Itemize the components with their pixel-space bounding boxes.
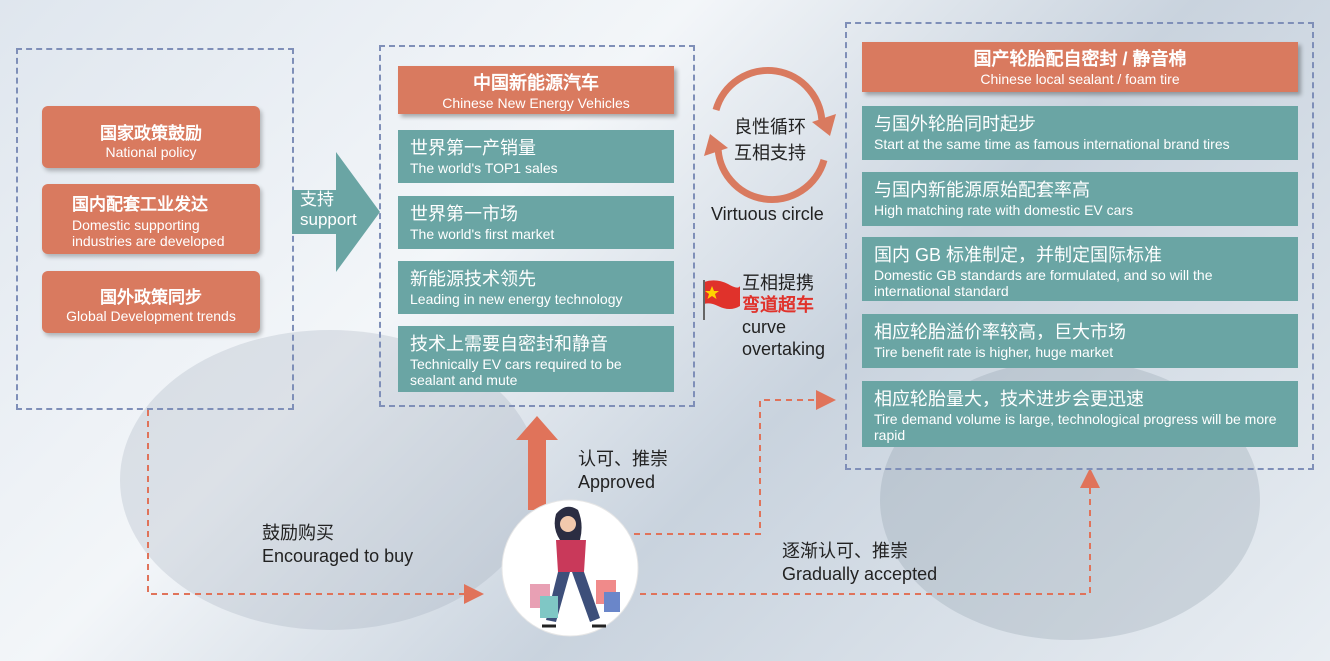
- gradual-label: 逐渐认可、推崇 Gradually accepted: [782, 540, 937, 586]
- box-title: 国外政策同步: [100, 288, 202, 307]
- box-title: 国家政策鼓励: [100, 124, 202, 143]
- cycle-label: 良性循环 互相支持: [730, 114, 810, 166]
- item-subtitle: Domestic GB standards are formulated, an…: [874, 267, 1213, 299]
- item-title: 相应轮胎溢价率较高，巨大市场: [874, 322, 1126, 342]
- item-subtitle: Tire benefit rate is higher, huge market: [874, 344, 1114, 360]
- approved-cn: 认可、推崇: [578, 449, 668, 469]
- item-subtitle: The world's first market: [410, 226, 555, 242]
- cycle-en-label: Virtuous circle: [711, 204, 824, 224]
- item-subtitle: High matching rate with domestic EV cars: [874, 202, 1134, 218]
- policy-box-national: 国家政策鼓励 National policy: [42, 106, 260, 168]
- item-subtitle: Start at the same time as famous interna…: [874, 136, 1230, 152]
- nev-item-technology: 新能源技术领先 Leading in new energy technology: [398, 261, 674, 314]
- tire-item-start: 与国外轮胎同时起步 Start at the same time as famo…: [862, 106, 1298, 160]
- item-subtitle: Technically EV cars required to be seala…: [410, 356, 622, 388]
- support-label: 支持 support: [300, 190, 357, 230]
- item-title: 世界第一市场: [410, 204, 518, 224]
- tire-item-standard: 国内 GB 标准制定，并制定国际标准 Domestic GB standards…: [862, 237, 1298, 301]
- tire-item-market: 相应轮胎溢价率较高，巨大市场 Tire benefit rate is high…: [862, 314, 1298, 368]
- item-title: 与国内新能源原始配套率高: [874, 180, 1090, 200]
- header-title: 中国新能源汽车: [473, 73, 599, 93]
- shopper-woman-icon: [501, 499, 639, 637]
- gradual-flow: [640, 468, 1100, 595]
- overtake-line2: 弯道超车: [742, 295, 814, 315]
- tire-header: 国产轮胎配自密封 / 静音棉 Chinese local sealant / f…: [862, 42, 1298, 92]
- item-title: 技术上需要自密封和静音: [410, 334, 608, 354]
- tire-item-volume: 相应轮胎量大，技术进步会更迅速 Tire demand volume is la…: [862, 381, 1298, 447]
- china-flag-icon: [703, 280, 740, 320]
- circular-arrows-icon: [704, 67, 836, 203]
- item-subtitle: Leading in new energy technology: [410, 291, 623, 307]
- item-title: 世界第一产销量: [410, 138, 536, 158]
- header-title: 国产轮胎配自密封 / 静音棉: [973, 49, 1187, 69]
- right-panel: [845, 22, 1314, 470]
- box-subtitle: National policy: [105, 144, 197, 160]
- item-title: 新能源技术领先: [410, 269, 536, 289]
- item-title: 与国外轮胎同时起步: [874, 114, 1036, 134]
- header-subtitle: Chinese local sealant / foam tire: [980, 71, 1180, 87]
- gradual-en: Gradually accepted: [782, 564, 938, 584]
- box-subtitle: Global Development trends: [66, 308, 236, 324]
- encouraged-cn: 鼓励购买: [262, 523, 334, 543]
- overtake-en2: overtaking: [742, 339, 826, 359]
- overtake-en1: curve: [742, 317, 787, 337]
- support-arrow: [292, 152, 380, 272]
- support-en: support: [300, 210, 357, 229]
- box-subtitle: Domestic supporting industries are devel…: [72, 217, 225, 249]
- cycle-line2: 互相支持: [734, 143, 806, 163]
- overtake-label: 互相提携 弯道超车 curve overtaking: [742, 272, 825, 360]
- approved-flow: [634, 390, 836, 535]
- item-subtitle: The world's TOP1 sales: [410, 160, 558, 176]
- policy-box-domestic: 国内配套工业发达 Domestic supporting industries …: [42, 184, 260, 254]
- tire-item-matching: 与国内新能源原始配套率高 High matching rate with dom…: [862, 172, 1298, 226]
- item-title: 相应轮胎量大，技术进步会更迅速: [874, 389, 1144, 409]
- cycle-line1: 良性循环: [734, 117, 806, 137]
- nev-header: 中国新能源汽车 Chinese New Energy Vehicles: [398, 66, 674, 114]
- overtake-line1: 互相提携: [742, 273, 814, 293]
- encouraged-en: Encouraged to buy: [262, 546, 414, 566]
- policy-box-global: 国外政策同步 Global Development trends: [42, 271, 260, 333]
- middle-panel: [379, 45, 695, 407]
- encouraged-label: 鼓励购买 Encouraged to buy: [262, 522, 413, 568]
- box-title: 国内配套工业发达: [72, 195, 208, 214]
- nev-item-market: 世界第一市场 The world's first market: [398, 196, 674, 249]
- approved-arrow: [516, 416, 558, 510]
- nev-item-sales: 世界第一产销量 The world's TOP1 sales: [398, 130, 674, 183]
- item-title: 国内 GB 标准制定，并制定国际标准: [874, 245, 1163, 265]
- support-cn: 支持: [300, 190, 334, 209]
- header-subtitle: Chinese New Energy Vehicles: [442, 95, 630, 111]
- approved-en: Approved: [578, 472, 656, 492]
- approved-label: 认可、推崇 Approved: [578, 448, 668, 494]
- nev-item-sealant: 技术上需要自密封和静音 Technically EV cars required…: [398, 326, 674, 392]
- gradual-cn: 逐渐认可、推崇: [782, 541, 908, 561]
- item-subtitle: Tire demand volume is large, technologic…: [874, 411, 1277, 443]
